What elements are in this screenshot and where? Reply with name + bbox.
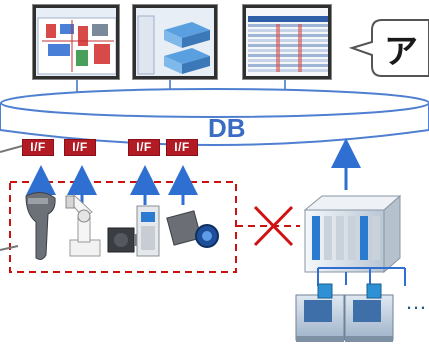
interface-box: I/F	[166, 139, 198, 156]
machine-tool-icon	[295, 283, 345, 342]
machine-tool-icon	[344, 283, 394, 342]
callout-text: ア	[384, 33, 418, 71]
callout-bubble	[348, 19, 429, 77]
more-machines-ellipsis: …	[405, 289, 429, 314]
camera-icon	[166, 210, 219, 248]
controller-cabinet-icon	[303, 194, 402, 274]
interface-box: I/F	[128, 139, 160, 156]
equipment-3d-screen-icon	[137, 15, 210, 75]
monitor-table-view	[242, 4, 332, 80]
database-label: DB	[208, 113, 246, 143]
leader-line-top	[0, 145, 23, 153]
barcode-scanner-icon	[25, 192, 56, 260]
floor-plan-screen-icon	[37, 17, 116, 75]
interface-box: I/F	[64, 139, 96, 156]
database-cylinder	[0, 88, 429, 146]
robot-arm-icon	[65, 194, 101, 257]
blocked-cross-icon	[253, 205, 294, 247]
data-table-screen-icon	[248, 16, 328, 72]
leader-line-bottom	[0, 245, 19, 251]
servo-amplifier-icon	[136, 205, 160, 257]
interface-box: I/F	[22, 139, 54, 156]
monitor-3d-view	[132, 4, 218, 80]
monitor-layout-view	[32, 4, 120, 80]
